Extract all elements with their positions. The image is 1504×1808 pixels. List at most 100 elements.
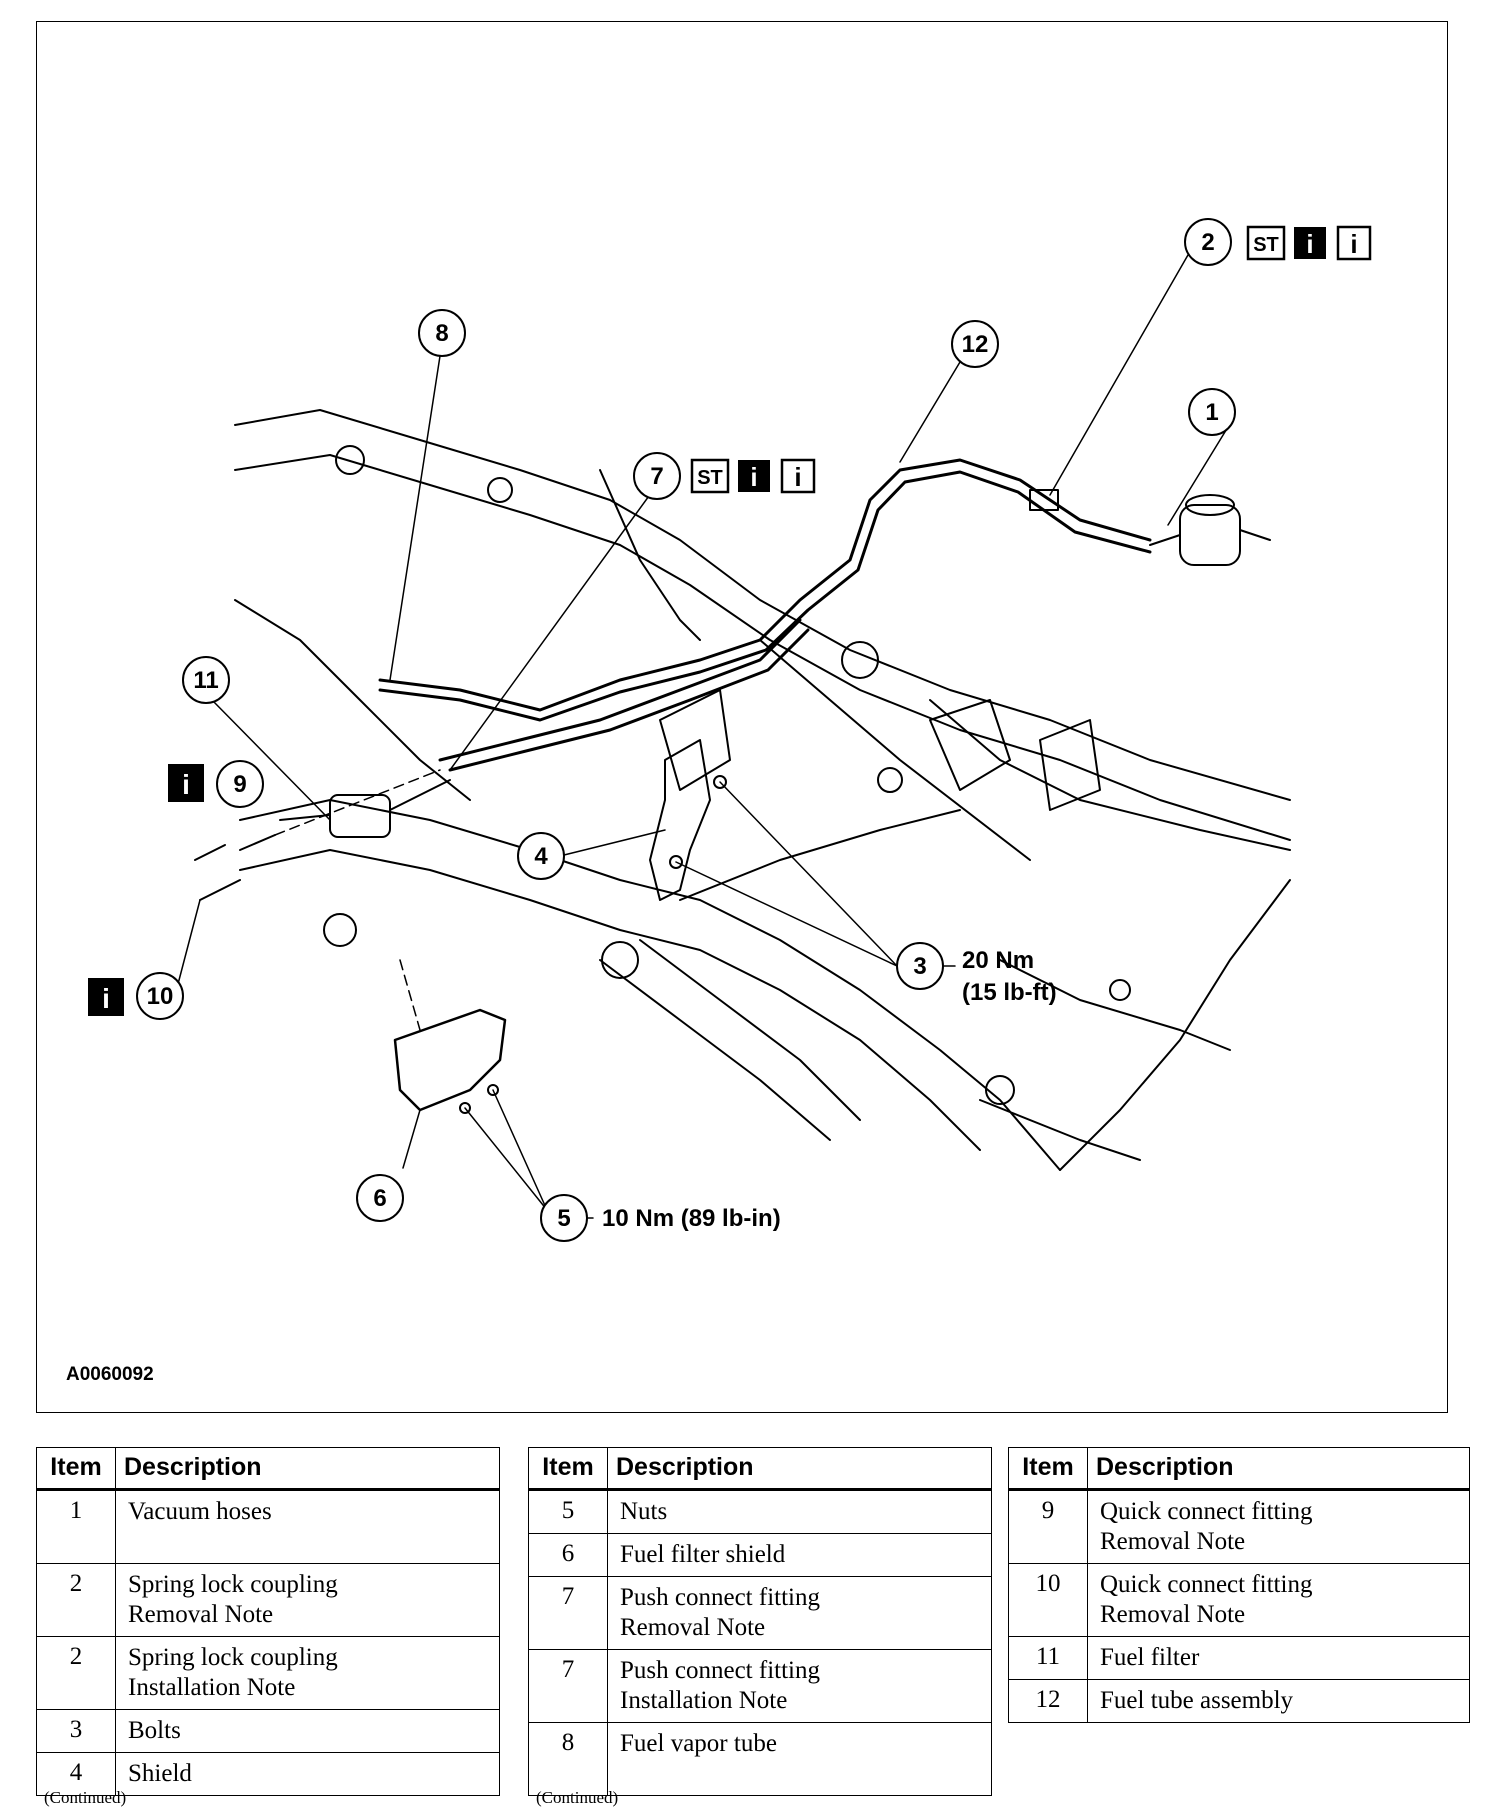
svg-text:12: 12 <box>962 331 989 358</box>
svg-text:8: 8 <box>435 320 448 347</box>
item-number: 11 <box>1008 1636 1088 1680</box>
item-number: 5 <box>528 1488 608 1534</box>
callout-1: 1 <box>1188 388 1236 436</box>
callout-2: 2 <box>1184 218 1232 266</box>
item-description: Fuel vapor tube <box>607 1722 992 1796</box>
item-description: Bolts <box>115 1709 500 1753</box>
callout-10: 10 <box>136 972 184 1020</box>
info-black-icon: i <box>738 460 770 492</box>
info-white-icon: i <box>780 458 816 494</box>
svg-text:10: 10 <box>147 983 174 1010</box>
description-line: Removal Note <box>1100 1528 1246 1555</box>
special-tool-icon: ST <box>690 458 730 494</box>
fuel-system-exploded-view: 1 2 3 4 5 6 7 8 9 10 11 12 ST i i ST i i… <box>88 218 1372 1242</box>
continued-note: (Continued) <box>536 1788 619 1807</box>
description-line: Quick connect fitting <box>1100 1571 1313 1598</box>
callout-5: 5 <box>540 1194 588 1242</box>
svg-text:i: i <box>182 769 190 800</box>
bolt <box>669 855 683 869</box>
info-white-icon: i <box>1336 225 1372 261</box>
figure-id: A0060092 <box>66 1364 154 1385</box>
svg-text:3: 3 <box>913 953 926 980</box>
callout-6: 6 <box>356 1174 404 1222</box>
svg-text:5: 5 <box>557 1205 570 1232</box>
info-black-icon: i <box>1294 227 1326 259</box>
item-number: 8 <box>528 1722 608 1796</box>
nut <box>459 1102 471 1114</box>
description-line: Removal Note <box>1100 1601 1246 1628</box>
description-line: Quick connect fitting <box>1100 1498 1313 1525</box>
svg-text:4: 4 <box>534 843 548 870</box>
callout-3: 3 <box>896 942 944 990</box>
table-row: 5 Nuts <box>528 1488 992 1534</box>
table-row: 8 Fuel vapor tube <box>528 1722 992 1796</box>
svg-text:i: i <box>1350 229 1357 259</box>
description-line: Removal Note <box>128 1601 274 1628</box>
svg-text:9: 9 <box>233 771 246 798</box>
item-description: Fuel tube assembly <box>1087 1679 1470 1723</box>
svg-text:7: 7 <box>650 463 663 490</box>
description-line <box>620 1759 979 1789</box>
column-header-item: Item <box>528 1447 608 1490</box>
nut <box>487 1084 499 1096</box>
svg-text:i: i <box>750 462 757 492</box>
bolt <box>713 775 727 789</box>
illustration-frame <box>36 21 1448 1413</box>
description-line: Shield <box>128 1760 192 1787</box>
item-description: Vacuum hoses <box>115 1488 500 1564</box>
description-line: Fuel vapor tube <box>620 1730 777 1757</box>
fuel-tube-assembly <box>378 458 1152 772</box>
svg-text:2: 2 <box>1201 229 1214 256</box>
description-line <box>128 1527 487 1557</box>
svg-text:1: 1 <box>1205 399 1218 426</box>
torque-spec-bolts: 20 Nm <box>962 947 1034 974</box>
description-line: Nuts <box>620 1498 668 1525</box>
item-number: 9 <box>1008 1488 1088 1564</box>
description-line: Push connect fitting <box>620 1657 820 1684</box>
info-black-icon: i <box>168 764 204 802</box>
callout-12: 12 <box>951 320 999 368</box>
torque-spec-nuts: 10 Nm (89 lb-in) <box>602 1205 781 1232</box>
description-line: Fuel tube assembly <box>1100 1687 1294 1714</box>
svg-text:6: 6 <box>373 1185 386 1212</box>
leader-lines <box>177 247 1229 1219</box>
callout-7: 7 <box>633 452 681 500</box>
description-line: Spring lock coupling <box>128 1571 338 1598</box>
item-number: 1 <box>36 1488 116 1564</box>
description-line: Bolts <box>128 1717 181 1744</box>
svg-text:i: i <box>794 462 801 492</box>
item-number: 3 <box>36 1709 116 1753</box>
item-description: Nuts <box>607 1488 992 1534</box>
table-row: 12 Fuel tube assembly <box>1008 1679 1470 1723</box>
item-number: 7 <box>528 1649 608 1723</box>
item-number: 10 <box>1008 1563 1088 1637</box>
table-row: 3 Bolts <box>36 1709 500 1753</box>
item-description: Shield <box>115 1752 500 1796</box>
svg-text:11: 11 <box>193 667 218 694</box>
column-header-description: Description <box>1087 1447 1470 1490</box>
item-number: 7 <box>528 1576 608 1650</box>
callout-11: 11 <box>182 656 230 704</box>
item-number: 12 <box>1008 1679 1088 1723</box>
vacuum-canister <box>1149 494 1271 566</box>
torque-spec-bolts-imperial: (15 lb-ft) <box>962 979 1057 1006</box>
fuel-filter-shield <box>393 1008 507 1112</box>
spring-lock-coupling <box>1029 489 1059 511</box>
